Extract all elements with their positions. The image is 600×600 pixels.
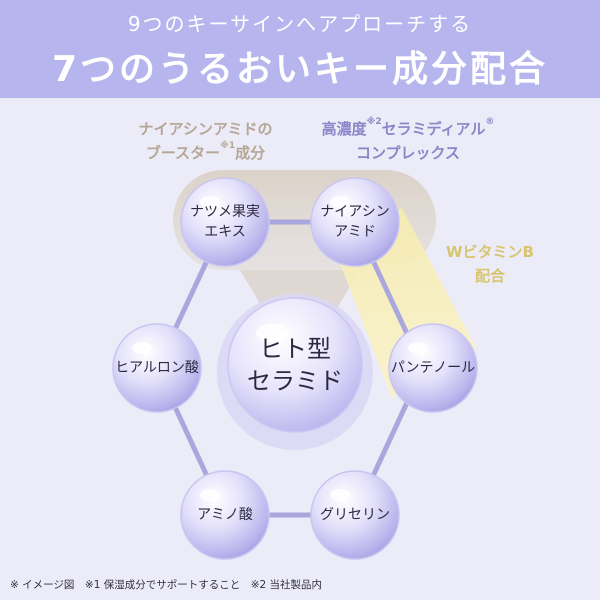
- booster-note-mark: ※1: [220, 141, 236, 151]
- sphere-shine: [200, 489, 220, 501]
- vitamin-caption-line1: WビタミンB: [446, 243, 534, 261]
- label-human-ceramide: ヒト型 セラミド: [230, 333, 360, 397]
- sphere-shine: [330, 196, 350, 208]
- ceramide-caption-line1: 高濃度※2セラミディアル®: [313, 117, 503, 141]
- label-hyaluronic: ヒアルロン酸: [115, 360, 199, 376]
- vitamin-b-caption: WビタミンB 配合: [430, 240, 550, 288]
- label-natsume: ナツメ果実 エキス: [175, 202, 275, 242]
- header-band: 9つのキーサインへアプローチする 7つのうるおいキー成分配合: [0, 0, 600, 98]
- label-niacinamide: ナイアシン アミド: [305, 202, 405, 242]
- label-panthenol: パンテノール: [390, 360, 476, 376]
- label-amino: アミノ酸: [197, 507, 253, 523]
- ceramide-note-mark: ※2: [366, 117, 382, 127]
- vitamin-caption-line2: 配合: [474, 267, 505, 285]
- sphere-shine: [256, 324, 288, 342]
- registered-mark: ®: [485, 117, 495, 127]
- sphere-shine: [408, 342, 428, 354]
- booster-caption-line1: ナイアシンアミドの: [138, 120, 273, 138]
- sphere-shine: [132, 342, 152, 354]
- booster-caption: ナイアシンアミドの ブースター※1成分: [118, 117, 293, 165]
- ceramide-complex-caption: 高濃度※2セラミディアル® コンプレックス: [313, 117, 503, 165]
- label-natsume-line1: ナツメ果実: [190, 204, 260, 220]
- ceramide-caption-brand: セラミディアル: [381, 120, 486, 138]
- header-subtitle: 9つのキーサインへアプローチする: [127, 12, 473, 36]
- label-glycerin: グリセリン: [320, 507, 390, 523]
- label-ceramide-line2: セラミド: [247, 367, 343, 395]
- ceramide-caption-line2: コンプレックス: [355, 144, 461, 162]
- header-title: 7つのうるおいキー成分配合: [51, 49, 549, 90]
- label-niacinamide-line1: ナイアシン: [320, 204, 390, 220]
- footnotes: ※ イメージ図 ※1 保湿成分でサポートすること ※2 当社製品内: [10, 579, 323, 591]
- sphere-shine: [200, 196, 220, 208]
- ceramide-caption-prefix: 高濃度: [321, 120, 367, 138]
- label-natsume-line2: エキス: [204, 224, 246, 240]
- label-niacinamide-line2: アミド: [334, 224, 376, 240]
- label-ceramide-line1: ヒト型: [259, 335, 331, 363]
- booster-caption-text: ブースター: [145, 144, 221, 162]
- booster-caption-suffix: 成分: [235, 144, 266, 162]
- booster-caption-line2: ブースター※1成分: [118, 141, 293, 165]
- sphere-shine: [330, 489, 350, 501]
